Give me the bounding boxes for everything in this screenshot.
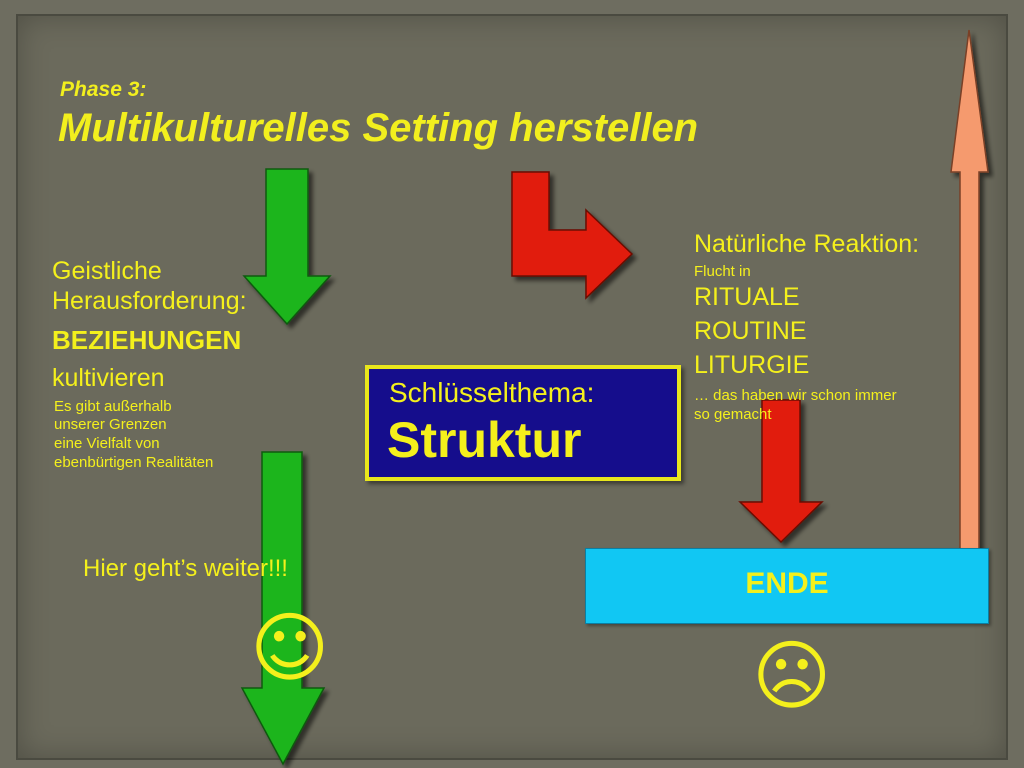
frowning-face-icon: ☹: [752, 631, 832, 720]
left-text-note: ebenbürtigen Realitäten: [54, 454, 214, 471]
page-title: Multikulturelles Setting herstellen: [58, 106, 699, 150]
end-label: ENDE: [745, 567, 829, 600]
continue-text: Hier geht’s weiter!!!: [83, 555, 288, 582]
right-text-line: LITURGIE: [694, 351, 810, 379]
salmon-up-arrow: [950, 29, 989, 551]
left-text-note: eine Vielfalt von: [54, 435, 160, 452]
right-text-line: RITUALE: [694, 283, 800, 311]
key-topic-box: Schlüsselthema: Struktur: [365, 365, 681, 481]
left-text-line: Herausforderung:: [52, 287, 247, 315]
left-text-emphasis: BEZIEHUNGEN: [52, 325, 242, 355]
red-down-arrow: [738, 399, 824, 544]
green-down-arrow-top: [242, 168, 332, 326]
right-text-note: … das haben wir schon immer: [694, 387, 897, 404]
left-text-line: Geistliche: [52, 257, 162, 285]
smiling-face-icon: ☺: [250, 603, 330, 692]
left-text-note: Es gibt außerhalb: [54, 398, 172, 415]
left-text-note: unserer Grenzen: [54, 416, 167, 433]
red-bent-arrow: [511, 171, 634, 300]
right-text-line: ROUTINE: [694, 317, 807, 345]
key-topic-value: Struktur: [387, 412, 582, 468]
green-down-arrow-bottom: [240, 451, 326, 766]
right-text-note: Flucht in: [694, 263, 751, 280]
right-text-note: so gemacht: [694, 406, 772, 423]
right-text-line: Natürliche Reaktion:: [694, 230, 920, 258]
end-box: ENDE: [585, 548, 989, 624]
key-topic-label: Schlüsselthema:: [389, 377, 595, 408]
left-text-line: kultivieren: [52, 364, 165, 392]
phase-label: Phase 3:: [60, 78, 147, 101]
